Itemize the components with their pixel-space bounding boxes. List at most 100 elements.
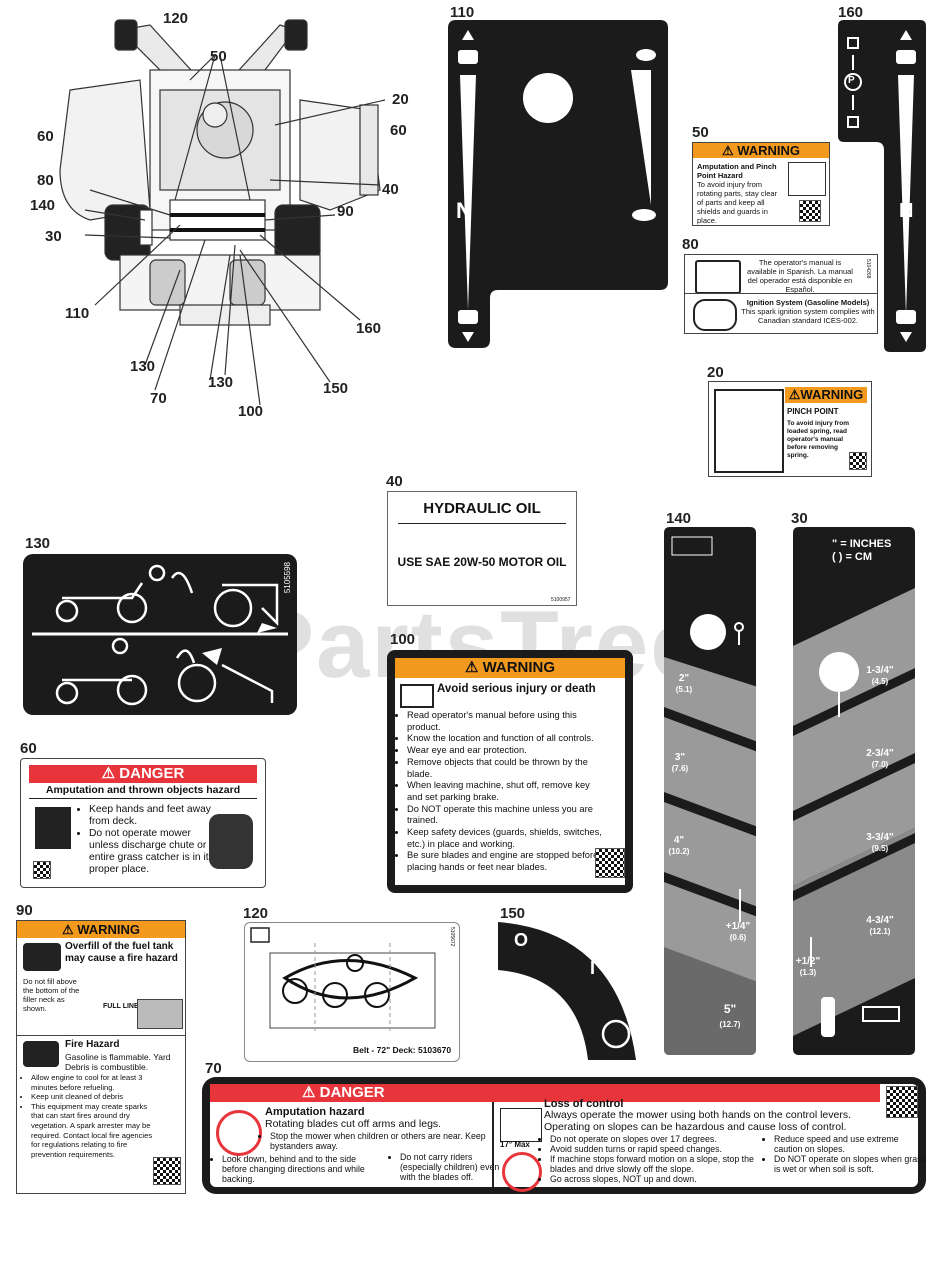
decal-130 bbox=[23, 554, 297, 715]
label-50: 50 bbox=[692, 124, 709, 141]
decal-40-body: USE SAE 20W-50 MOTOR OIL bbox=[397, 555, 567, 569]
no-riders-icon bbox=[216, 1110, 262, 1156]
gear-hazard-icon bbox=[788, 162, 826, 196]
decal-70-amp-list-c: Look down, behind and to the side before… bbox=[212, 1154, 372, 1184]
decal-60-title: Amputation and thrown objects hazard bbox=[29, 784, 257, 799]
decal-40: HYDRAULIC OIL USE SAE 20W-50 MOTOR OIL 5… bbox=[387, 491, 577, 606]
fire-icon bbox=[23, 943, 61, 971]
decal-140-mark-0: 2"(5.1) bbox=[675, 673, 693, 694]
decal-20-title: PINCH POINT bbox=[787, 407, 839, 416]
list-item: Reduce speed and use extreme caution on … bbox=[774, 1134, 928, 1154]
label-30: 30 bbox=[791, 510, 808, 527]
callout-60-right: 60 bbox=[390, 122, 407, 139]
label-60: 60 bbox=[20, 740, 37, 757]
fuel-tank-icon bbox=[137, 999, 183, 1029]
callout-150: 150 bbox=[323, 380, 349, 397]
decal-100-title: Avoid serious injury or death bbox=[437, 683, 596, 695]
decal-140-mark-2: 4"(10.2) bbox=[668, 835, 690, 856]
list-item: Do NOT operate this machine unless you a… bbox=[407, 804, 603, 827]
list-item: When leaving machine, shut off, remove k… bbox=[407, 780, 603, 803]
decal-60: ⚠ DANGER Amputation and thrown objects h… bbox=[20, 758, 266, 888]
decal-90: ⚠ WARNING Overfill of the fuel tank may … bbox=[16, 920, 186, 1194]
list-item: Go across slopes, NOT up and down. bbox=[550, 1174, 770, 1184]
decal-160 bbox=[838, 20, 926, 352]
decal-20-header: ⚠WARNING bbox=[785, 387, 867, 403]
decal-80-ignition-text: This spark ignition system complies with… bbox=[741, 307, 875, 325]
decal-100-list: Read operator's manual before using this… bbox=[397, 710, 603, 874]
label-80: 80 bbox=[682, 236, 699, 253]
decal-50-title: Amputation and Pinch Point Hazard bbox=[697, 162, 777, 180]
decal-30-legend: " = INCHES( ) = CM bbox=[832, 538, 892, 563]
decal-70-amp-sub: Rotating blades cut off arms and legs. bbox=[265, 1118, 442, 1130]
decal-70-amp-list-a: Stop the mower when children or others a… bbox=[260, 1131, 500, 1151]
label-160: 160 bbox=[838, 4, 864, 21]
label-40: 40 bbox=[386, 473, 403, 490]
list-item: Do not operate mower unless discharge ch… bbox=[89, 828, 219, 876]
label-140: 140 bbox=[666, 510, 692, 527]
decal-140-mark-4: 5"(12.7) bbox=[719, 1002, 741, 1029]
decal-90-full-line: FULL LINE bbox=[103, 1003, 139, 1010]
decal-90-header: ⚠ WARNING bbox=[17, 921, 185, 938]
decal-160-neutral: N bbox=[899, 200, 914, 222]
hand-cut-icon bbox=[35, 807, 71, 849]
decal-100: ⚠ WARNING Avoid serious injury or death … bbox=[387, 650, 633, 893]
decal-150-on: I bbox=[590, 958, 596, 978]
decal-110-neutral: N bbox=[456, 198, 472, 223]
qr-code-icon bbox=[595, 848, 625, 878]
qr-code-icon bbox=[33, 861, 51, 879]
list-item: Look down, behind and to the side before… bbox=[222, 1154, 372, 1184]
decal-140 bbox=[664, 527, 756, 1055]
decal-70-amp-title: Amputation hazard bbox=[265, 1106, 365, 1118]
callout-40: 40 bbox=[382, 181, 399, 198]
list-item: Read operator's manual before using this… bbox=[407, 710, 603, 733]
decal-90-fuel-title: Overfill of the fuel tank may cause a fi… bbox=[65, 941, 178, 964]
callout-20: 20 bbox=[392, 91, 409, 108]
decal-70-slope: 17° Max bbox=[500, 1140, 530, 1149]
decal-90-fire-sub: Gasoline is flammable. Yard Debris is co… bbox=[65, 1052, 171, 1072]
decal-60-header: ⚠ DANGER bbox=[29, 765, 257, 783]
decal-120-part-no: 5105672 bbox=[449, 927, 455, 947]
decal-80: The operator's manual is available in Sp… bbox=[684, 254, 878, 334]
decal-30 bbox=[793, 527, 915, 1055]
list-item: Know the location and function of all co… bbox=[407, 733, 603, 745]
decal-80-ignition-title: Ignition System (Gasoline Models) bbox=[746, 298, 870, 307]
list-item: Do NOT operate on slopes when grass is w… bbox=[774, 1154, 928, 1174]
callout-130-right: 130 bbox=[208, 374, 234, 391]
decal-70-header: ⚠ DANGER bbox=[210, 1084, 880, 1102]
callout-60-left: 60 bbox=[37, 128, 54, 145]
callout-100: 100 bbox=[238, 403, 264, 420]
belt-routing-diagram bbox=[250, 927, 436, 1033]
decal-160-park: P bbox=[848, 75, 855, 86]
label-70: 70 bbox=[205, 1060, 222, 1077]
manual-book-icon bbox=[400, 684, 434, 708]
decal-20-body: To avoid injury from loaded spring, read… bbox=[787, 420, 849, 459]
decal-110 bbox=[448, 20, 668, 348]
callout-130-left: 130 bbox=[130, 358, 156, 375]
decal-20: ⚠WARNING PINCH POINT To avoid injury fro… bbox=[708, 381, 872, 477]
decal-80-manual-text: The operator's manual is available in Sp… bbox=[747, 258, 853, 294]
decal-30-mark-2: 3-3/4"(9.5) bbox=[866, 832, 894, 853]
mower-diagram bbox=[59, 19, 386, 406]
decal-70-loss-sub: Always operate the mower using both hand… bbox=[544, 1109, 852, 1133]
callout-120: 120 bbox=[163, 10, 189, 27]
decal-50-header: ⚠ WARNING bbox=[693, 143, 829, 158]
qr-code-icon bbox=[849, 452, 867, 470]
decal-90-fire-title: Fire Hazard bbox=[65, 1039, 120, 1050]
decal-90-list: Allow engine to cool for at least 3 minu… bbox=[21, 1073, 157, 1159]
list-item: Allow engine to cool for at least 3 minu… bbox=[31, 1073, 157, 1092]
callout-30: 30 bbox=[45, 228, 62, 245]
label-120: 120 bbox=[243, 905, 269, 922]
decal-50: ⚠ WARNING Amputation and Pinch Point Haz… bbox=[692, 142, 830, 226]
list-item: This equipment may create sparks that ca… bbox=[31, 1102, 157, 1160]
list-item: Be sure blades and engine are stopped be… bbox=[407, 850, 603, 873]
label-20: 20 bbox=[707, 364, 724, 381]
slope-icon bbox=[500, 1108, 542, 1142]
decal-120-caption: Belt - 72" Deck: 5103670 bbox=[353, 1045, 452, 1055]
list-item: Keep unit cleaned of debris bbox=[31, 1092, 157, 1102]
decal-140-mark-3: +1/4"(0.6) bbox=[725, 921, 751, 942]
decal-30-mark-4: +1/2"(1.3) bbox=[795, 956, 821, 977]
decal-70-loss-list-b: Reduce speed and use extreme caution on … bbox=[764, 1134, 928, 1174]
decal-100-header: ⚠ WARNING bbox=[395, 658, 625, 678]
list-item: Avoid sudden turns or rapid speed change… bbox=[550, 1144, 770, 1154]
decal-40-part-no: 5100957 bbox=[551, 597, 571, 603]
